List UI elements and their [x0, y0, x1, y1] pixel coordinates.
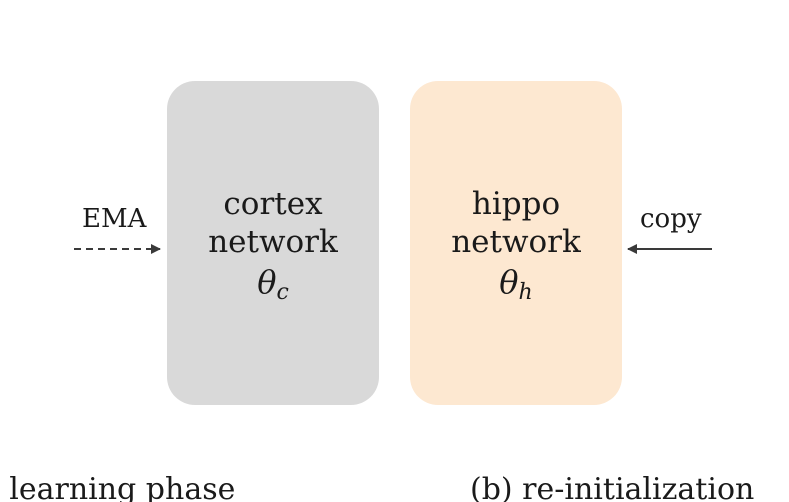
cortex-network-block: cortex network θc — [167, 81, 379, 405]
hippo-network-word: network — [451, 224, 581, 260]
hippo-title: hippo — [471, 186, 561, 222]
theta-c-symbol: θc — [257, 263, 289, 305]
copy-label: copy — [640, 204, 702, 234]
hippo-network-block: hippo network θh — [410, 81, 622, 405]
caption-re-initialization: (b) re-initialization — [470, 472, 755, 502]
theta-h-symbol: θh — [499, 263, 533, 305]
caption-learning-phase: ) learning phase — [0, 472, 236, 502]
cortex-title: cortex — [223, 186, 323, 222]
cortex-network-label: cortex network θc — [167, 185, 379, 305]
cortex-network-word: network — [208, 224, 338, 260]
ema-label: EMA — [82, 204, 147, 234]
hippo-network-label: hippo network θh — [410, 185, 622, 305]
